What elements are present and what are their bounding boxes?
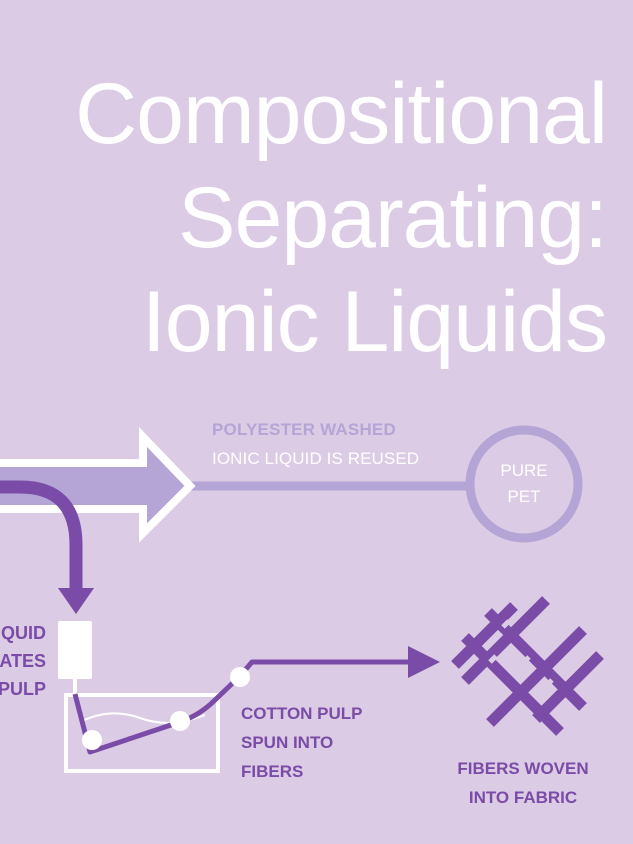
pure-pet-line-1: PURE (500, 461, 548, 480)
fibers-woven-line-1: FIBERS WOVEN (457, 759, 589, 778)
roller-3 (230, 667, 250, 687)
right-arrow-icon (0, 427, 196, 543)
title-line-1: Compositional (75, 66, 608, 162)
pure-pet-line-2: PET (507, 487, 541, 506)
cotton-pulp-line-2: SPUN INTO (241, 733, 334, 752)
left-cut-line-2: ATES (0, 651, 46, 671)
left-cut-line-3: PULP (0, 679, 46, 699)
cotton-pulp-line-1: COTTON PULP (241, 704, 363, 723)
pure-pet-label: PURE PET (486, 458, 562, 510)
down-arrow-icon (58, 588, 94, 614)
roller-2 (170, 711, 190, 731)
fibers-woven-line-2: INTO FABRIC (468, 788, 578, 807)
spinning-bath-icon (64, 693, 220, 773)
pet-circle-icon (465, 425, 583, 543)
down-arrow-shaft (0, 480, 83, 592)
left-cut-line-1: QUID (1, 623, 46, 643)
cotton-pulp-line-3: FIBERS (241, 762, 304, 781)
spinneret-icon (58, 621, 92, 679)
woven-fabric-gaps (488, 619, 554, 688)
roller-1 (82, 730, 102, 750)
woven-fabric-icon (451, 596, 604, 736)
fibers-woven-label: FIBERS WOVEN INTO FABRIC (450, 754, 596, 812)
title-line-2: Separating: (178, 170, 608, 266)
title-line-3: Ionic Liquids (141, 274, 608, 370)
cotton-pulp-label: COTTON PULP SPUN INTO FIBERS (241, 699, 363, 786)
ionic-liquid-reused-label: IONIC LIQUID IS REUSED (212, 449, 420, 468)
page-title: Compositional Separating: Ionic Liquids (7, 62, 608, 374)
fiber-arrow-icon (408, 646, 440, 678)
polyester-washed-label: POLYESTER WASHED (212, 420, 396, 439)
left-cut-label: QUID ATES PULP (0, 619, 46, 703)
